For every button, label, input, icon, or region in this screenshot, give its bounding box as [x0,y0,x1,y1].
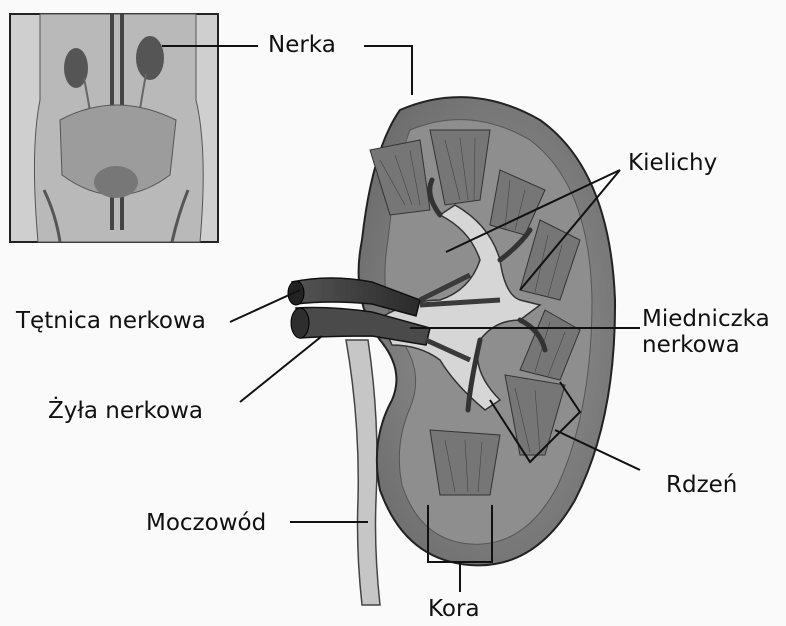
label-rdzen: Rdzeń [666,472,737,498]
ureter [346,340,380,605]
label-kielichy: Kielichy [628,150,717,176]
label-tetnica-nerkowa: Tętnica nerkowa [16,308,206,334]
nerka-leader-2 [364,46,412,95]
label-nerka: Nerka [268,32,336,58]
label-zyla-nerkowa: Żyła nerkowa [48,398,203,424]
label-kora: Kora [428,596,480,622]
zyla-leader [240,336,322,402]
tetnica-leader [230,290,300,322]
label-miedniczka-nerkowa: Miedniczka nerkowa [642,306,770,359]
label-moczowod: Moczowód [146,510,266,536]
body-inset [10,14,218,242]
